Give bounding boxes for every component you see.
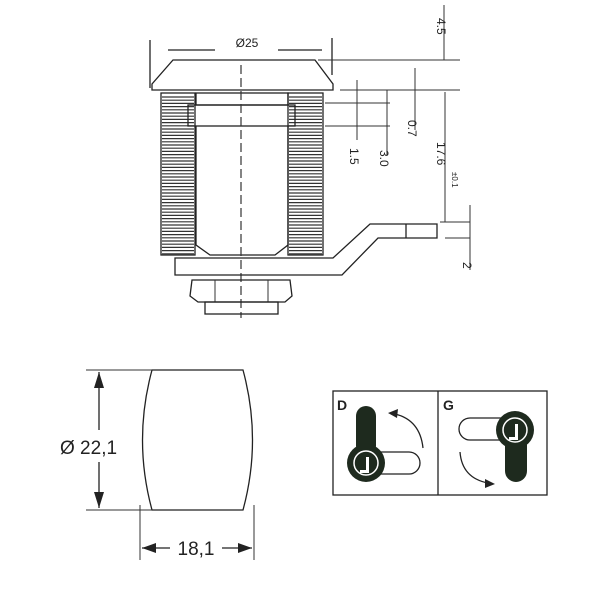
dim-3-0-label: 3.0 [377, 150, 391, 167]
diameter-25-label: Ø25 [236, 36, 259, 50]
front-view: Ø 22,1 18,1 [60, 369, 255, 560]
arrowhead [485, 479, 495, 488]
dim-17-6-label: 17.6 [434, 142, 448, 166]
arrowhead [94, 372, 104, 508]
cylinder-top [195, 92, 289, 106]
hex-nut [189, 279, 293, 303]
arrowhead [388, 409, 398, 418]
tolerance-label: ±0.1 [450, 172, 459, 188]
direction-g-label: G [443, 397, 454, 413]
dim-0-7-label: 0.7 [405, 120, 419, 137]
thread-left [160, 92, 196, 256]
cam-outline [458, 417, 505, 441]
dim-2-label: 2 [460, 262, 474, 269]
rotation-diagrams: D G [332, 390, 548, 496]
dim-1-5-label: 1.5 [347, 148, 361, 165]
cylinder-body [195, 126, 289, 256]
rotate-arrow-ccw [394, 413, 424, 449]
lock-cap [151, 59, 334, 91]
key-slot-icon [509, 424, 518, 440]
cylinder-profile [141, 369, 254, 511]
cam-up-shape [356, 406, 376, 456]
width-18-1-label: 18,1 [178, 539, 215, 560]
diameter-22-1-label: Ø 22,1 [60, 438, 117, 459]
dim-4-5-label: 4.5 [434, 18, 448, 35]
lower-nut [204, 301, 279, 315]
side-view: Ø25 4.5 0.7 3.0 1.5 [149, 5, 474, 318]
cam-arm [174, 223, 438, 276]
direction-d-label: D [337, 397, 347, 413]
rotation-frame [332, 390, 548, 496]
key-slot-icon [360, 457, 369, 473]
cam-outline [368, 451, 421, 475]
rotate-arrow-cw [459, 451, 489, 484]
